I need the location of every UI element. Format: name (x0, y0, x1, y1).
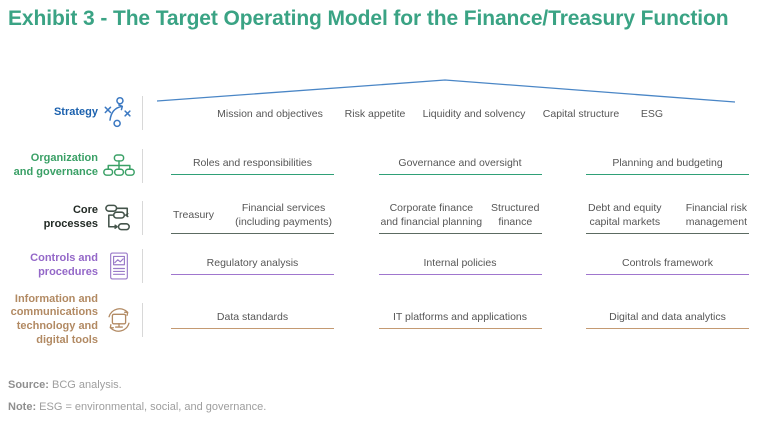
source-note: Source: BCG analysis. (8, 379, 122, 391)
column-label: Financial risk management (685, 202, 747, 228)
row-divider (142, 96, 143, 130)
row-divider (142, 303, 143, 337)
column-item: Regulatory analysis (171, 256, 334, 276)
footnote: Note: ESG = environmental, social, and g… (8, 401, 266, 413)
note-label: Note: (8, 401, 37, 413)
column-pair: Corporate finance and financial planning… (379, 202, 542, 228)
row-label-strategy: Strategy (53, 106, 98, 119)
org-chart-icon (98, 152, 140, 180)
row-organization: Organization and governance Roles and re… (0, 146, 768, 186)
column-underline (378, 174, 542, 176)
row-divider (142, 149, 143, 183)
column-underline (586, 232, 749, 234)
row-head-controls: Controls and procedures (0, 249, 157, 283)
column-item: Corporate finance and financial planning… (378, 202, 542, 234)
column-underline (171, 274, 334, 276)
row-divider (142, 201, 143, 235)
strategy-brace-line (157, 79, 735, 103)
source-text: BCG analysis. (48, 379, 122, 391)
row-head-organization: Organization and governance (0, 149, 157, 183)
process-flow-icon (98, 203, 140, 233)
column-label: IT platforms and applications (392, 310, 528, 323)
column-label: Structured finance (491, 202, 540, 228)
column-pair: Treasury Financial services (including p… (171, 202, 334, 228)
column-label: Internal policies (423, 256, 497, 269)
column-label: Financial services (including payments) (235, 202, 332, 228)
strategy-tactics-icon (98, 96, 140, 130)
row-content-ict: Data standards IT platforms and applicat… (171, 310, 749, 330)
column-underline (586, 174, 749, 176)
column-label: Corporate finance and financial planning (380, 202, 483, 228)
column-underline (378, 328, 542, 330)
column-item: Planning and budgeting (586, 156, 749, 176)
strategy-item: ESG (640, 108, 664, 120)
column-underline (171, 174, 334, 176)
row-controls: Controls and procedures Regulatory analy… (0, 246, 768, 286)
column-item: Controls framework (586, 256, 749, 276)
column-pair: Debt and equity capital markets Financia… (586, 202, 749, 228)
row-content-organization: Roles and responsibilities Governance an… (171, 156, 749, 176)
row-label-ict: Information and communications technolog… (10, 292, 98, 346)
column-item: IT platforms and applications (378, 310, 542, 330)
column-underline (171, 232, 334, 234)
column-label: Governance and oversight (398, 156, 522, 169)
column-underline (586, 328, 749, 330)
row-core-processes: Core processes Treasury Financial serv (0, 196, 768, 240)
column-item: Debt and equity capital markets Financia… (586, 202, 749, 234)
row-label-organization: Organization and governance (13, 152, 98, 178)
column-item: Roles and responsibilities (171, 156, 334, 176)
exhibit-title: Exhibit 3 - The Target Operating Model f… (8, 7, 729, 30)
column-label: Debt and equity capital markets (588, 202, 662, 228)
column-label: Controls framework (621, 256, 714, 269)
column-label: Planning and budgeting (612, 156, 723, 169)
row-head-ict: Information and communications technolog… (0, 293, 157, 348)
strategy-item: Liquidity and solvency (422, 108, 526, 120)
column-label: Treasury (173, 208, 215, 221)
strategy-item: Mission and objectives (217, 108, 323, 120)
row-label-core: Core processes (43, 204, 98, 230)
column-label: Roles and responsibilities (192, 156, 313, 169)
column-label: Data standards (216, 310, 289, 323)
column-underline (586, 274, 749, 276)
column-label: Regulatory analysis (206, 256, 299, 269)
row-head-strategy: Strategy (0, 96, 157, 130)
row-content-core: Treasury Financial services (including p… (171, 202, 749, 234)
row-divider (142, 249, 143, 283)
strategy-item: Capital structure (542, 108, 620, 120)
source-label: Source: (8, 379, 49, 391)
column-underline (171, 328, 334, 330)
row-head-core: Core processes (0, 201, 157, 235)
column-item: Governance and oversight (378, 156, 542, 176)
column-item: Data standards (171, 310, 334, 330)
strategy-item: Risk appetite (344, 108, 406, 120)
document-chart-icon (98, 249, 140, 283)
note-text: ESG = environmental, social, and governa… (36, 401, 267, 413)
column-item: Digital and data analytics (586, 310, 749, 330)
column-item: Internal policies (378, 256, 542, 276)
column-label: Digital and data analytics (609, 310, 726, 323)
column-item: Treasury Financial services (including p… (171, 202, 334, 234)
row-content-controls: Regulatory analysis Internal policies Co… (171, 256, 749, 276)
row-ict: Information and communications technolog… (0, 293, 768, 346)
row-strategy: Strategy Mission and objectives Risk app… (0, 79, 768, 138)
column-underline (378, 232, 542, 234)
column-underline (378, 274, 542, 276)
row-label-controls: Controls and procedures (30, 252, 98, 278)
monitor-sync-icon (98, 303, 140, 337)
